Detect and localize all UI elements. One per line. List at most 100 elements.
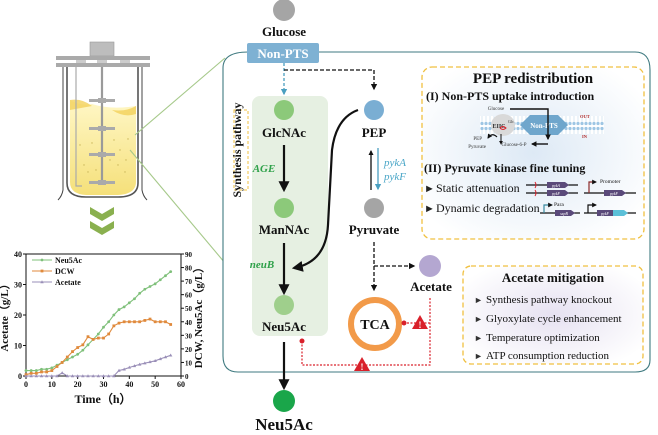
svg-text:Glc: Glc	[508, 119, 514, 124]
right-y-tick-label: 10	[185, 359, 193, 367]
reactor-motor	[89, 41, 115, 57]
zoom-line-top	[134, 57, 226, 136]
x-tick-label: 60	[177, 380, 185, 389]
non-pts-membrane-transporter	[520, 115, 568, 135]
data-point	[112, 313, 116, 317]
dynamic-degradation-label: Dynamic degradation	[436, 201, 540, 215]
reactor-lid-top	[56, 56, 150, 60]
data-point	[96, 332, 100, 336]
x-tick-label: 0	[24, 380, 28, 389]
data-point	[39, 374, 44, 378]
data-point	[106, 374, 111, 378]
glucose-to-pep-arrow	[284, 69, 378, 91]
x-tick-label: 40	[125, 380, 133, 389]
data-point	[107, 320, 111, 324]
plot-frame	[25, 253, 182, 377]
svg-text:pykF: pykF	[600, 211, 610, 216]
svg-text:Non-PTS: Non-PTS	[530, 122, 558, 130]
neu5ac-product-node	[273, 390, 295, 412]
pep-label: PEP	[362, 125, 387, 140]
x-tick-label: 50	[151, 380, 159, 389]
static-attenuation-bullet: ►	[424, 183, 435, 195]
data-point	[75, 374, 80, 378]
right-y-tick-label: 50	[185, 305, 193, 313]
data-point	[81, 374, 85, 378]
data-point	[34, 371, 38, 375]
data-point	[76, 352, 80, 356]
data-point	[91, 374, 95, 378]
data-point	[71, 350, 74, 353]
data-point	[127, 365, 132, 369]
data-point	[122, 305, 126, 309]
pyka-label: pykA	[383, 157, 406, 169]
static-attenuation-label: Static attenuation	[436, 181, 520, 195]
data-point	[91, 338, 95, 341]
glcnac-node	[274, 100, 294, 120]
data-point	[163, 355, 168, 359]
pep-node	[364, 100, 384, 120]
acetate-box-title: Acetate mitigation	[502, 270, 605, 285]
acetate-node	[419, 255, 441, 277]
data-point	[133, 320, 136, 324]
acetate-mitigation-box: Acetate mitigation ► Synthesis pathway k…	[462, 265, 644, 365]
pep-box-title: PEP redistribution	[473, 71, 594, 87]
svg-text:►: ►	[474, 314, 483, 324]
data-point	[148, 360, 152, 364]
data-point	[153, 320, 157, 324]
legend-label: Neu5Ac	[55, 256, 83, 265]
svg-text:Para: Para	[554, 202, 564, 208]
glucose-node	[273, 0, 295, 21]
svg-text:sspB: sspB	[560, 211, 568, 216]
data-point	[45, 367, 49, 371]
data-point	[117, 308, 121, 311]
data-point	[148, 317, 152, 321]
data-point	[148, 285, 152, 288]
data-point	[60, 371, 64, 375]
svg-text:pykF: pykF	[609, 191, 619, 196]
data-point	[24, 374, 28, 378]
acetate-strategy-list: ► Synthesis pathway knockout ► Glyoxylat…	[474, 294, 622, 362]
reactor-impellers	[89, 98, 115, 185]
data-point	[164, 320, 167, 324]
svg-text:pykF: pykF	[551, 191, 561, 196]
eiic-transporter	[491, 114, 515, 136]
data-point	[45, 370, 49, 374]
data-point	[102, 336, 105, 340]
acetate-inhibition: ! !	[299, 298, 431, 372]
pyruvate-label: Pyruvate	[349, 222, 400, 237]
right-y-tick-label: 80	[185, 265, 193, 273]
list-item: ATP consumption reduction	[486, 350, 610, 362]
acetate-label: Acetate	[410, 279, 452, 294]
left-y-tick-label: 20	[14, 311, 22, 320]
reactor-lid-bottom	[56, 63, 150, 67]
data-point	[65, 358, 69, 362]
data-point	[70, 374, 75, 378]
right-y-tick-label: 90	[185, 251, 193, 259]
tca-label: TCA	[360, 318, 390, 333]
data-point	[169, 323, 173, 326]
glucose-label: Glucose	[262, 24, 306, 39]
svg-text:►: ►	[474, 295, 483, 305]
pep-section-2-title: (II) Pyruvate kinase fine tuning	[424, 161, 585, 175]
data-point	[153, 358, 157, 362]
data-point	[137, 362, 142, 366]
svg-text:Glucose-6-P: Glucose-6-P	[502, 143, 527, 148]
legend-label: DCW	[55, 267, 75, 276]
data-point	[50, 374, 54, 378]
data-point	[40, 367, 43, 371]
x-tick-label: 20	[74, 380, 82, 389]
left-y-tick-label: 40	[14, 250, 22, 259]
pykf-label: pykF	[383, 171, 406, 183]
data-point	[153, 282, 157, 286]
svg-text:OUT: OUT	[580, 114, 590, 119]
pep-redistribution-box: PEP redistribution (I) Non-PTS uptake in…	[421, 66, 645, 240]
neu5ac-inner-label: Neu5Ac	[262, 319, 306, 334]
right-y-tick-label: 70	[185, 278, 193, 286]
series-line	[25, 318, 171, 376]
data-point	[55, 365, 59, 368]
right-y-tick-label: 60	[185, 292, 193, 300]
data-point	[29, 371, 33, 375]
pyruvate-node	[364, 198, 384, 218]
